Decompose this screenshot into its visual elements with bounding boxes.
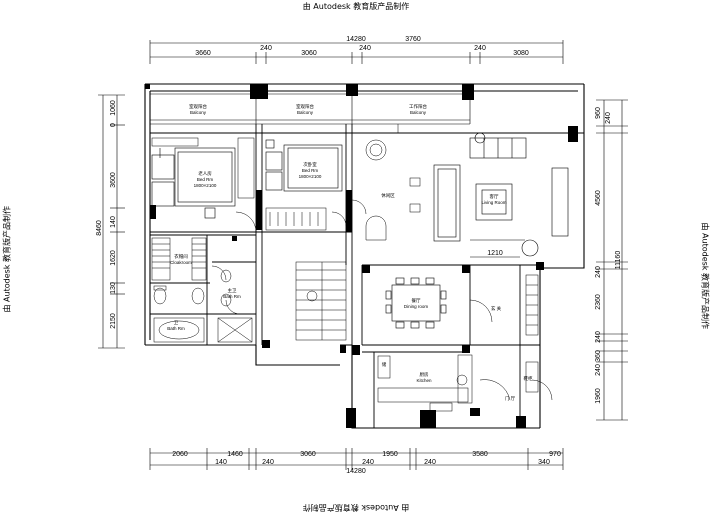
label-second-bed-cn: 次卧室 — [303, 161, 317, 168]
door-swings — [211, 199, 553, 401]
dining-table — [385, 277, 447, 329]
label-bath2-cn: 主卫 — [228, 287, 237, 293]
second-bed — [265, 139, 343, 192]
dim-right-9: 1960 — [595, 388, 602, 404]
label-master-bed-cn: 老人房 — [198, 170, 212, 177]
dim-bottom-140: 140 — [215, 459, 227, 466]
label-master-bed-size: 1800×2100 — [194, 183, 217, 188]
label-bath1-en: Bath Rm — [167, 326, 185, 331]
label-bath2-en: Bath Rm — [223, 294, 241, 299]
label-balcony3-en: Balcony — [410, 110, 427, 115]
top-dimension-lines — [149, 40, 564, 64]
second-wardrobe — [265, 207, 327, 231]
dim-bottom-5: 240 — [362, 459, 374, 466]
dim-right-2: 240 — [605, 112, 612, 124]
dim-right-3: 4560 — [595, 190, 602, 206]
cloakroom-shelves — [151, 237, 207, 281]
dim-bottom-8: 3580 — [472, 451, 488, 458]
bottom-dimension-lines — [149, 448, 564, 470]
label-kitchen-cn: 厨房 — [420, 371, 429, 378]
label-cloakroom-cn: 衣帽间 — [174, 253, 188, 260]
dim-top-1: 3660 — [195, 50, 211, 57]
dim-right-8: 240 — [595, 364, 602, 376]
label-balcony1-cn: 室观阳台 — [189, 103, 207, 110]
dim-bottom-6: 1950 — [382, 451, 398, 458]
dim-right-7: 360 — [595, 350, 602, 362]
dim-bottom-340: 340 — [538, 459, 550, 466]
dim-right-6: 240 — [595, 331, 602, 343]
dim-left-2: 0 — [110, 123, 117, 127]
dim-bottom-3: 240 — [262, 459, 274, 466]
living-sofa-set — [433, 132, 569, 257]
dim-top-6: 240 — [474, 45, 486, 52]
label-master-bed-en: Bed Rm — [197, 177, 214, 182]
label-kitchen-en: Kitchen — [416, 378, 432, 383]
dim-left-1: 1060 — [110, 100, 117, 116]
label-cloakroom-en: Cloakroom — [170, 260, 192, 265]
label-hall: 门 厅 — [505, 395, 516, 402]
dim-bottom-total: 14280 — [346, 468, 366, 475]
dim-top-4: 240 — [359, 45, 371, 52]
label-leisure: 休闲区 — [381, 192, 395, 199]
label-second-bed-en: Bed Rm — [302, 168, 319, 173]
left-dimension-lines — [98, 94, 125, 349]
master-wardrobe — [151, 137, 255, 199]
dim-right-total: 11160 — [615, 251, 622, 270]
label-balcony3-cn: 工作阳台 — [409, 103, 427, 110]
label-balcony2-cn: 室观阳台 — [296, 103, 314, 110]
dim-top-3760-upper: 3760 — [405, 36, 421, 43]
label-bath1-cn: 卫 — [174, 320, 179, 325]
dim-left-6: 130 — [110, 282, 117, 294]
label-balcony1-en: Balcony — [190, 110, 207, 115]
dim-right-5: 2360 — [595, 294, 602, 310]
dim-left-7: 2150 — [110, 313, 117, 329]
bath-fixtures — [153, 269, 253, 343]
dim-left-3: 3600 — [110, 172, 117, 188]
dim-left-5: 1620 — [110, 250, 117, 266]
dim-inner-1210: 1210 — [487, 250, 503, 257]
dim-right-4: 240 — [595, 266, 602, 278]
dim-top-7: 3080 — [513, 50, 529, 57]
kitchen-counters — [377, 274, 539, 412]
stairs — [295, 261, 347, 341]
dim-bottom-2: 1460 — [227, 451, 243, 458]
label-shoe: 鞋柜 — [524, 375, 533, 382]
label-balcony2-en: Balcony — [297, 110, 314, 115]
wall-columns — [145, 84, 578, 428]
watermark-top: 由 Autodesk 教育版产品制作 — [302, 2, 410, 11]
dim-left-4: 140 — [110, 216, 117, 228]
dim-right-1: 960 — [595, 107, 602, 119]
dim-left-total: 8460 — [96, 220, 103, 236]
label-living-en: Living Room — [481, 200, 506, 205]
dim-top-3: 3060 — [301, 50, 317, 57]
label-foyer: 玄 关 — [491, 305, 502, 312]
dim-top-total: 14280 — [346, 36, 366, 43]
label-living-cn: 客厅 — [490, 193, 499, 200]
dim-bottom-4: 3060 — [300, 451, 316, 458]
balcony-lines — [150, 91, 471, 125]
label-dining-en: Dining room — [404, 304, 429, 309]
interior-walls — [150, 124, 584, 428]
outer-walls — [144, 83, 585, 429]
dim-bottom-1: 2060 — [172, 451, 188, 458]
label-dining-cn: 餐厅 — [412, 297, 421, 304]
dim-bottom-9: 970 — [549, 451, 561, 458]
right-dimension-lines — [596, 99, 628, 421]
dim-top-2: 240 — [260, 45, 272, 52]
master-bed — [151, 147, 236, 219]
dim-bottom-7: 240 — [424, 459, 436, 466]
label-second-bed-size: 1800×2100 — [299, 174, 322, 179]
label-pantry: 储 — [382, 361, 387, 368]
lounge-chairs — [365, 124, 421, 241]
